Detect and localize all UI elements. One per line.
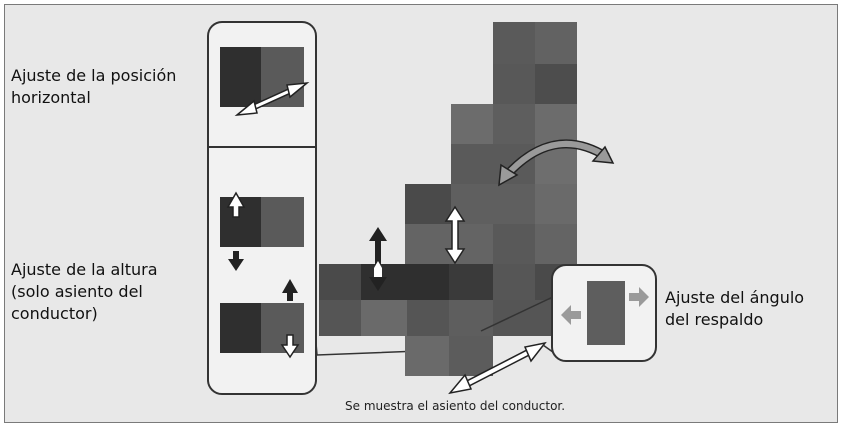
label-horizontal-adjust: Ajuste de la posición horizontal [11,66,177,107]
label-height-adjust: Ajuste de la altura (solo asiento del co… [11,260,158,323]
height-arrow-down-dark [228,251,244,271]
height-thumb-upper-back [261,197,304,247]
recline-thumb [587,281,625,345]
horizontal-arrow-seat [448,341,547,395]
recline-curve-arrow [498,139,615,187]
callout-leader [315,342,446,356]
seat-diagram [207,21,657,395]
label-recline-adjust: Ajuste del ángulo del respaldo [665,288,805,329]
diagram-frame: Ajuste de la posición horizontal Ajuste … [4,4,838,423]
height-arrow-seat-right [444,205,466,265]
height-arrow-down-white [280,334,300,359]
recline-arrow-right [629,287,649,307]
seat-illustration [319,22,577,376]
height-arrow-up-dark [282,279,298,301]
diagram-caption: Se muestra el asiento del conductor. [345,399,566,413]
horizontal-arrow [234,82,310,116]
recline-arrow-left [561,305,581,325]
height-arrow-seat-left [369,227,387,291]
height-arrow-up-white [226,191,246,218]
